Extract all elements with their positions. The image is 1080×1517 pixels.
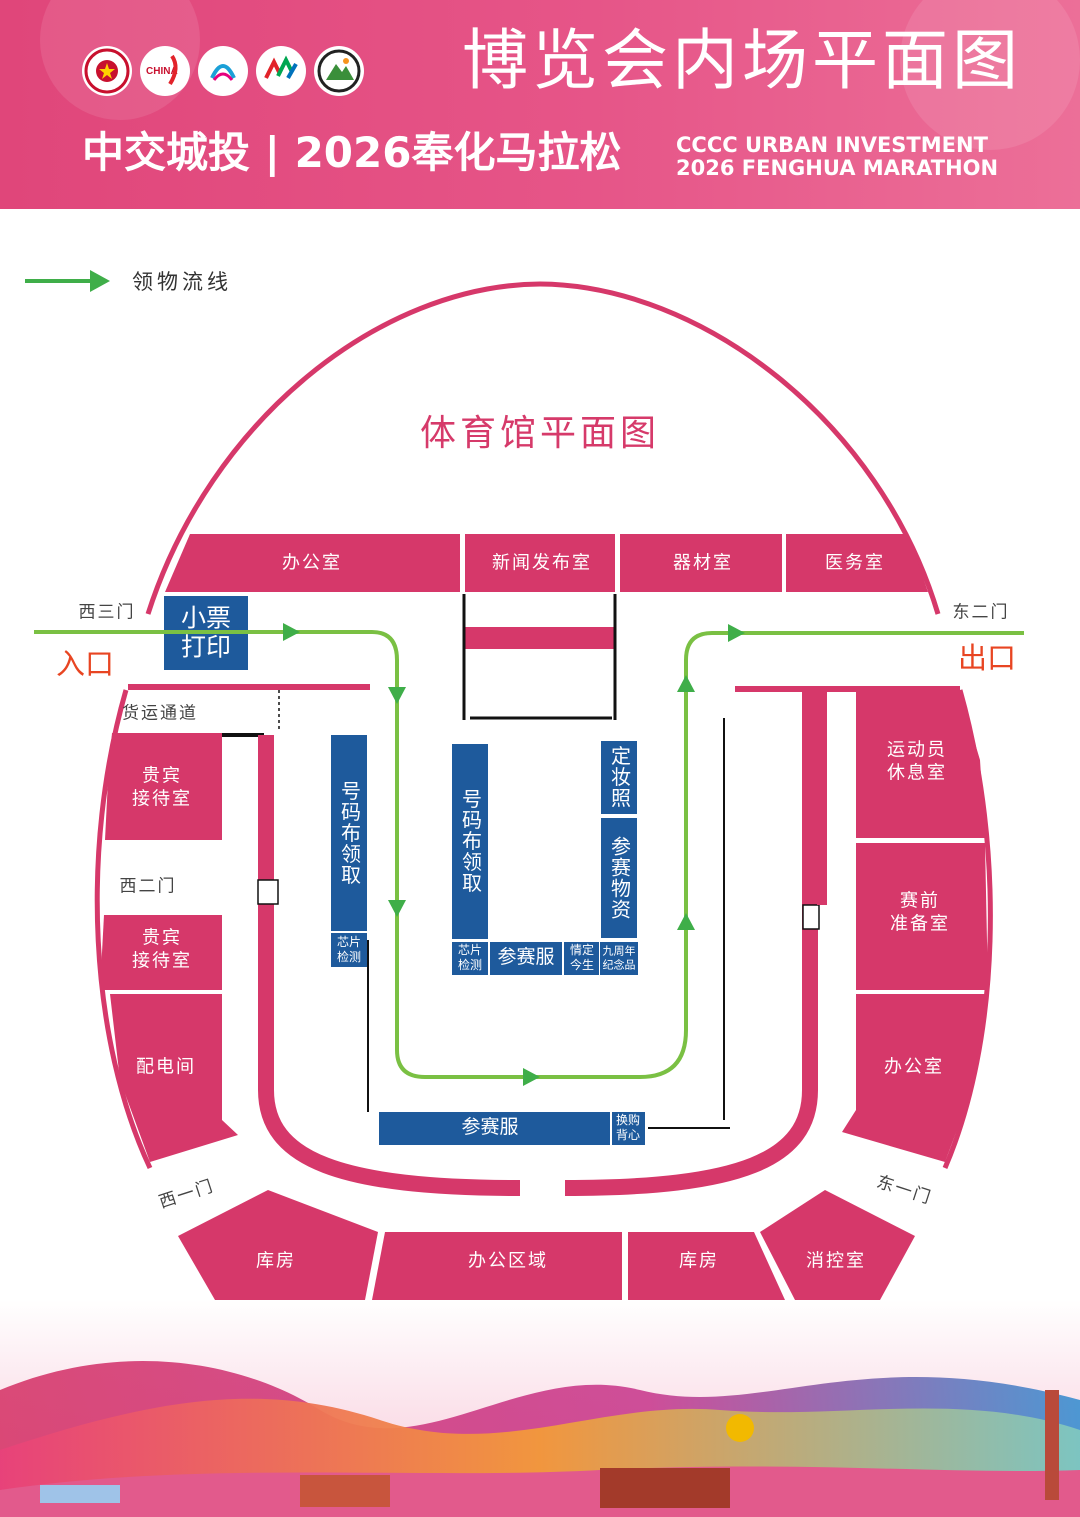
room-athlete xyxy=(856,686,985,838)
china-logo: CHINA xyxy=(140,46,190,96)
buddha-icon xyxy=(726,1414,754,1442)
south-door xyxy=(522,1180,564,1196)
label-photo: 定妆照 xyxy=(607,745,632,809)
booth-photo xyxy=(601,741,637,814)
label-prerace: 赛前 准备室 xyxy=(890,890,950,935)
room-storage-1 xyxy=(178,1190,378,1300)
room-office-top xyxy=(165,534,460,592)
route-arrow-icon xyxy=(388,687,406,704)
event-title-en-line2: 2026 FENGHUA MARATHON xyxy=(676,156,999,181)
label-exchange: 换购 背心 xyxy=(615,1113,641,1142)
label-anniversary: 九周年 纪念品 xyxy=(602,944,636,971)
temple-icon xyxy=(600,1468,730,1508)
flower-decoration xyxy=(900,0,1080,150)
page-title: 博览会内场平面图 xyxy=(462,22,1022,99)
room-fire-control xyxy=(760,1190,915,1300)
wall-east-bar xyxy=(735,686,960,692)
gate-building-icon xyxy=(300,1475,390,1507)
label-kit: 参赛物资 xyxy=(607,836,632,920)
sponsor-logos: CHINA xyxy=(82,46,364,96)
room-medical xyxy=(786,534,928,592)
label-vip-2: 贵宾 接待室 xyxy=(132,927,192,972)
label-office-right: 办公室 xyxy=(884,1056,944,1078)
room-equipment xyxy=(620,534,782,592)
label-medical: 医务室 xyxy=(825,552,885,574)
west2-door xyxy=(257,879,279,905)
booth-bib-left xyxy=(331,735,367,931)
label-press: 新闻发布室 xyxy=(492,552,592,574)
label-storage-2: 库房 xyxy=(679,1250,719,1272)
legend-arrow-icon xyxy=(90,270,110,292)
booth-qingding xyxy=(564,942,599,975)
label-storage-1: 库房 xyxy=(256,1250,296,1272)
label-equipment: 器材室 xyxy=(673,552,733,574)
exit-label: 出口 xyxy=(957,641,1017,675)
room-power xyxy=(110,994,238,1162)
label-qingding: 情定 今生 xyxy=(569,943,595,972)
wall-line xyxy=(222,733,264,737)
entry-label: 入口 xyxy=(55,647,115,681)
booth-chip-left xyxy=(331,933,367,967)
event-title-en: CCCC URBAN INVESTMENT 2026 FENGHUA MARAT… xyxy=(676,133,999,181)
route-arrow-icon xyxy=(523,1068,540,1086)
header-banner: CHINA 博览会内场平面图 中交城投 | 2026奉化马拉松 CCCC URB… xyxy=(0,0,1080,209)
label-fire-control: 消控室 xyxy=(806,1250,866,1272)
booth-shirt-center xyxy=(490,942,562,975)
gate-east2: 东二门 xyxy=(952,602,1010,623)
venue-map xyxy=(25,270,1024,1300)
label-office-area: 办公区域 xyxy=(468,1250,548,1272)
label-bib-center: 号码布领取 xyxy=(458,788,483,894)
booth-kit xyxy=(601,818,637,938)
room-vip-1 xyxy=(105,733,222,840)
label-vip-1: 贵宾 接待室 xyxy=(132,765,192,810)
route-arrow-icon xyxy=(728,624,745,642)
center-stage xyxy=(463,627,616,649)
room-storage-2 xyxy=(628,1232,785,1300)
label-bib-left: 号码布领取 xyxy=(337,780,362,886)
operator-logo xyxy=(314,46,364,96)
athletics-association-logo xyxy=(82,46,132,96)
booth-anniversary xyxy=(600,942,638,975)
track-left xyxy=(258,735,521,1196)
fenghua-marathon-logo xyxy=(198,46,248,96)
stadium-icon xyxy=(40,1485,120,1503)
event-title-cn: 中交城投 | 2026奉化马拉松 xyxy=(82,128,622,177)
label-chip-left: 芯片 检测 xyxy=(336,935,362,964)
svg-text:CHINA: CHINA xyxy=(146,66,178,77)
label-office-top: 办公室 xyxy=(282,552,342,574)
label-ticket: 小票 打印 xyxy=(180,603,232,661)
gate-freight: 货运通道 xyxy=(122,703,198,724)
wall-west-bar xyxy=(128,684,370,690)
zhejiang-marathon-logo xyxy=(256,46,306,96)
map-title: 体育馆平面图 xyxy=(419,413,661,454)
route-arrow-icon xyxy=(677,675,695,692)
event-title-en-line1: CCCC URBAN INVESTMENT xyxy=(676,133,988,157)
track-right xyxy=(564,690,818,1196)
room-vip-2 xyxy=(100,915,222,990)
gate-west3: 西三门 xyxy=(78,602,136,623)
room-prerace xyxy=(856,843,988,990)
gate-west2: 西二门 xyxy=(119,876,177,897)
label-shirt-center: 参赛服 xyxy=(497,946,555,969)
east-door xyxy=(802,904,820,930)
route-arrow-icon xyxy=(677,913,695,930)
booth-exchange xyxy=(612,1112,645,1145)
booth-chip-center xyxy=(452,942,488,975)
pagoda-icon xyxy=(1045,1390,1059,1500)
legend-label: 领物流线 xyxy=(132,270,232,294)
footer-landscape xyxy=(0,1300,1080,1517)
label-power: 配电间 xyxy=(136,1056,196,1078)
booth-bib-center xyxy=(452,744,488,939)
dome-outline xyxy=(145,281,941,615)
booth-shirt-bottom xyxy=(379,1112,610,1145)
route-line xyxy=(34,630,1024,1079)
route-arrow-icon xyxy=(283,623,300,641)
label-athlete: 运动员 休息室 xyxy=(887,739,947,784)
room-press xyxy=(465,534,615,592)
route-arrow-icon xyxy=(388,900,406,917)
label-chip-center: 芯片 检测 xyxy=(457,943,483,972)
room-office-right xyxy=(842,994,985,1162)
room-office-area xyxy=(372,1232,622,1300)
label-shirt-bottom: 参赛服 xyxy=(461,1116,519,1139)
